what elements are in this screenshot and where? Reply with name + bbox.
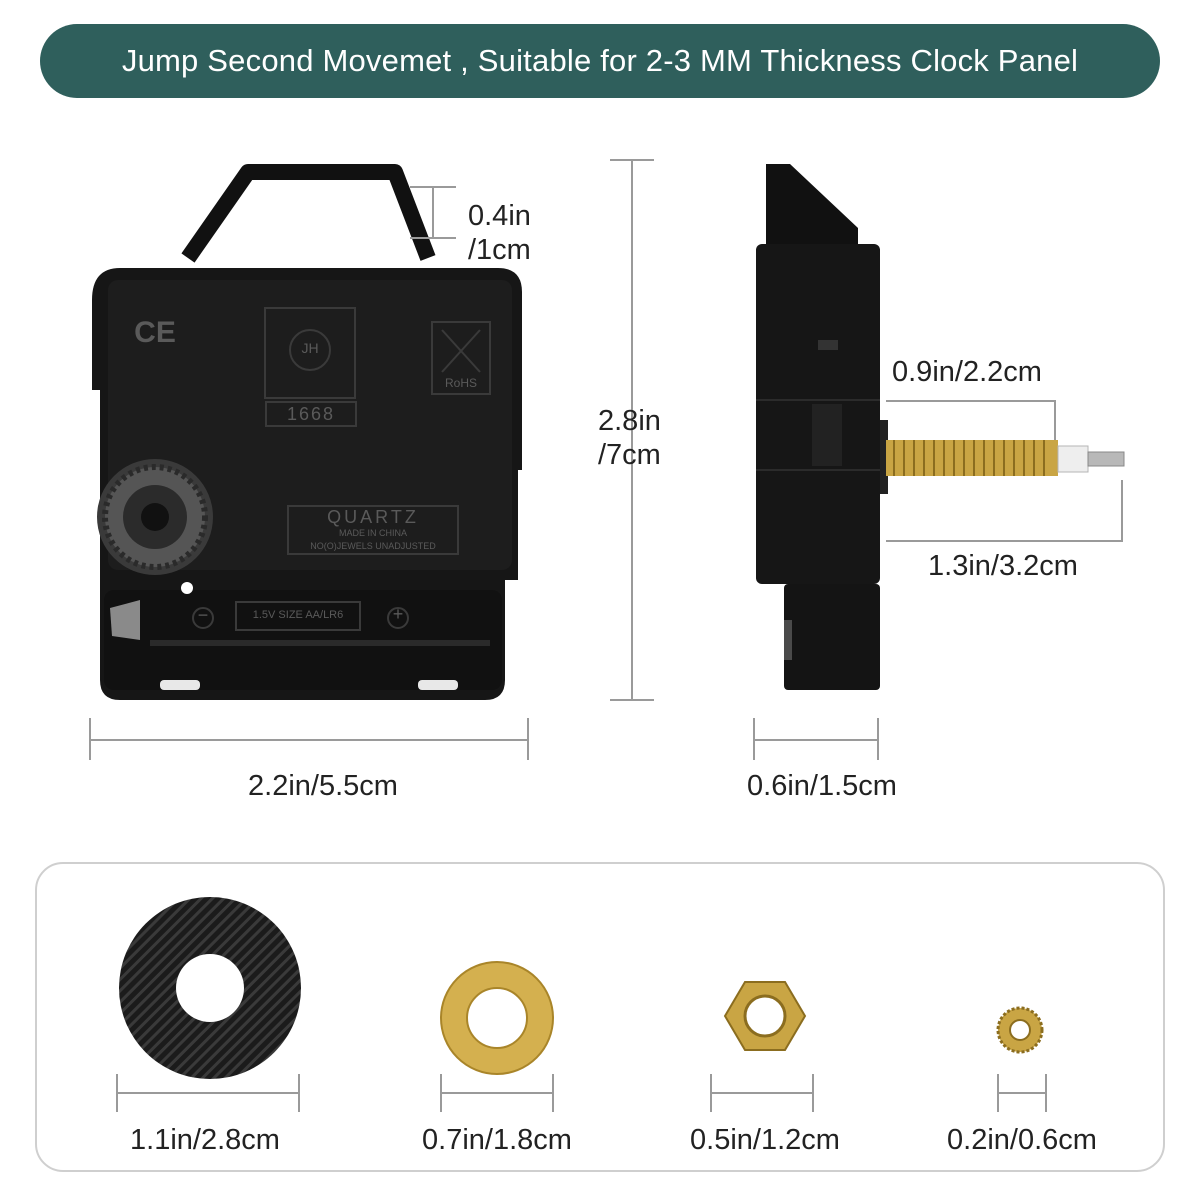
cap-nut-dimension-line xyxy=(998,1092,1046,1094)
jewels-mark: NO(O)JEWELS UNADJUSTED xyxy=(310,541,436,551)
made-in-mark: MADE IN CHINA xyxy=(338,528,408,538)
rubber-washer-dimension-cap-right xyxy=(298,1074,300,1112)
accessories-panel xyxy=(35,862,1165,1172)
brass-washer-size: 0.7in/1.8cm xyxy=(422,1124,572,1156)
depth-label: 0.6in/1.5cm xyxy=(747,770,897,802)
ce-mark: CE xyxy=(134,316,176,349)
depth-dimension-line xyxy=(754,739,878,741)
width-dimension-cap-right xyxy=(527,718,529,760)
banner-title: Jump Second Movemet , Suitable for 2-3 M… xyxy=(121,43,1079,78)
hex-nut-icon xyxy=(723,981,807,1051)
rubber-washer-size: 1.1in/2.8cm xyxy=(130,1124,280,1156)
total-shaft-length-label: 1.3in/3.2cm xyxy=(928,550,1078,582)
total-shaft-dimension-cap-right xyxy=(1121,480,1123,542)
hex-nut-size: 0.5in/1.2cm xyxy=(690,1124,840,1156)
width-dimension-cap-left xyxy=(89,718,91,760)
rohs-mark: RoHS xyxy=(444,376,478,390)
hanger-height-label-2: /1cm xyxy=(468,234,531,266)
logo-mark: JH xyxy=(301,340,319,356)
minus-mark: − xyxy=(197,605,209,625)
hex-nut-dimension-cap-left xyxy=(710,1074,712,1112)
battery-mark: 1.5V SIZE AA/LR6 xyxy=(252,609,344,621)
rubber-washer-dimension-line xyxy=(117,1092,299,1094)
title-banner: Jump Second Movemet , Suitable for 2-3 M… xyxy=(40,24,1160,98)
height-label-2: /7cm xyxy=(598,439,661,471)
shaft-dimension-line xyxy=(886,400,1056,402)
height-dimension-cap-top xyxy=(610,159,654,161)
model-number: 1668 xyxy=(286,404,336,424)
height-dimension-cap-bottom xyxy=(610,699,654,701)
width-dimension-line xyxy=(90,739,528,741)
cap-nut-size: 0.2in/0.6cm xyxy=(947,1124,1097,1156)
hex-nut-dimension-line xyxy=(711,1092,813,1094)
hex-nut-dimension-cap-right xyxy=(812,1074,814,1112)
rubber-washer-icon xyxy=(119,897,301,1079)
brass-washer-dimension-cap-right xyxy=(552,1074,554,1112)
brass-washer-dimension-cap-left xyxy=(440,1074,442,1112)
width-label: 2.2in/5.5cm xyxy=(248,770,398,802)
plus-mark: + xyxy=(392,604,404,624)
brass-washer-dimension-line xyxy=(441,1092,553,1094)
hanger-dimension-line xyxy=(432,186,434,238)
rubber-washer-dimension-cap-left xyxy=(116,1074,118,1112)
total-shaft-dimension-line xyxy=(886,540,1122,542)
height-label-1: 2.8in xyxy=(598,405,661,437)
shaft-length-label: 0.9in/2.2cm xyxy=(892,356,1042,388)
hanger-dimension-cap-bottom xyxy=(410,237,456,239)
shaft-dimension-cap-right xyxy=(1054,400,1056,440)
quartz-mark: QUARTZ xyxy=(327,507,419,527)
height-dimension-line xyxy=(631,160,633,700)
depth-dimension-cap-right xyxy=(877,718,879,760)
hanger-dimension-cap-top xyxy=(410,186,456,188)
cap-nut-dimension-cap-right xyxy=(1045,1074,1047,1112)
hanger-height-label-1: 0.4in xyxy=(468,200,531,232)
depth-dimension-cap-left xyxy=(753,718,755,760)
cap-nut-icon xyxy=(996,1006,1044,1054)
cap-nut-dimension-cap-left xyxy=(997,1074,999,1112)
brass-washer-icon xyxy=(440,961,554,1075)
